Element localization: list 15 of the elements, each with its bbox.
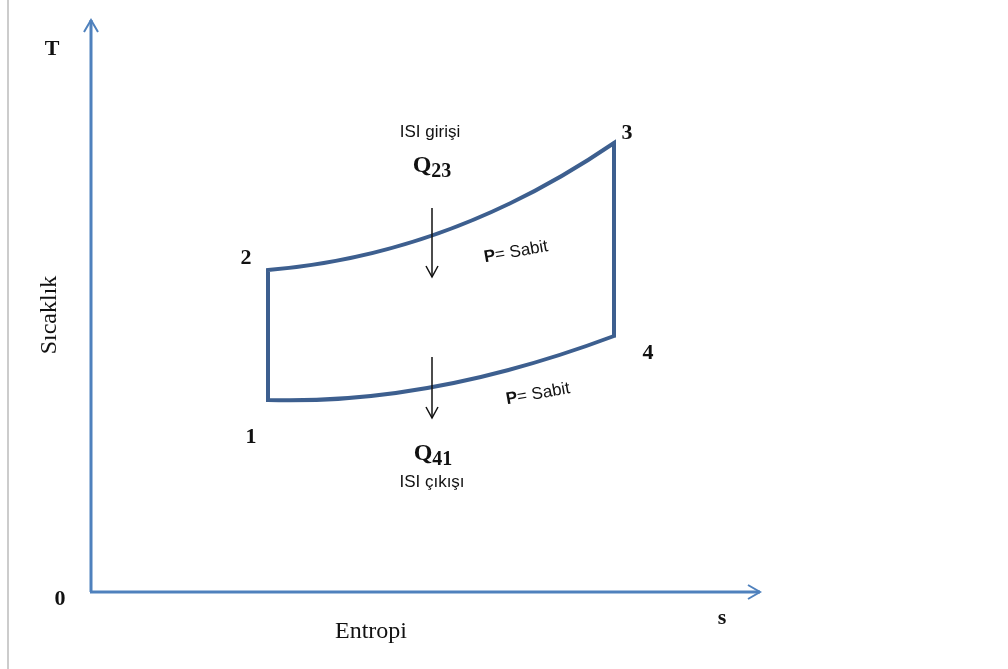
axis-title: Sıcaklık bbox=[34, 275, 62, 355]
state-number: 3 bbox=[621, 119, 633, 145]
annotation-text: ISI çıkışı bbox=[399, 472, 465, 492]
process-label: P= Sabit bbox=[482, 237, 550, 267]
axis-title: Entropi bbox=[335, 616, 407, 644]
heat-symbol: Q$_{23}$ bbox=[412, 150, 452, 182]
origin-label: 0 bbox=[54, 585, 66, 611]
state-number: 2 bbox=[240, 244, 252, 270]
axis-label: T bbox=[44, 35, 60, 61]
axis-label: s bbox=[717, 604, 727, 630]
state-number: 4 bbox=[642, 339, 654, 365]
state-number: 1 bbox=[245, 423, 257, 449]
annotation-text: ISI girişi bbox=[399, 122, 461, 142]
heat-symbol: Q$_{41}$ bbox=[413, 438, 453, 470]
process-label: P= Sabit bbox=[504, 379, 572, 409]
